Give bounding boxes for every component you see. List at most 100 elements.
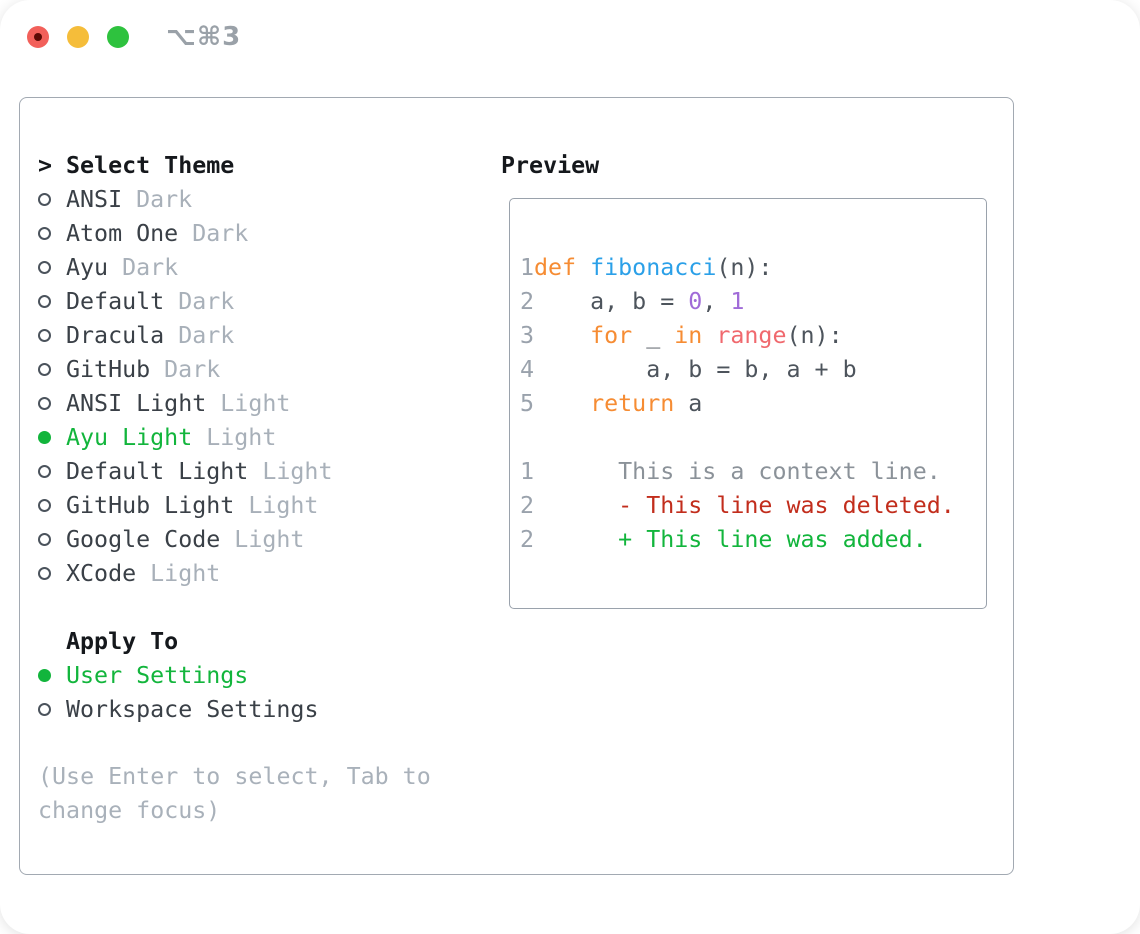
- code-token-plain: [702, 322, 716, 349]
- item-variant-label: Light: [248, 491, 319, 519]
- code-token-plain: (n):: [716, 253, 773, 281]
- radio-selected-icon: [38, 668, 66, 682]
- code-token-keyword: in: [674, 321, 703, 349]
- code-line: 2 + This line was added.: [520, 522, 955, 556]
- line-number: 2: [520, 491, 535, 519]
- code-line: 4 a, b = b, a + b: [520, 352, 955, 386]
- code-token-plain: (n):: [786, 321, 843, 349]
- code-token-plain: _: [632, 321, 675, 349]
- item-variant-label: Light: [206, 423, 277, 451]
- item-variant-label: Light: [234, 525, 305, 553]
- code-token-special: range: [716, 321, 787, 349]
- focus-cursor-icon: >: [38, 151, 53, 179]
- code-line: 2 a, b = 0, 1: [520, 284, 955, 318]
- radio-unselected-icon: [38, 532, 66, 546]
- radio-unselected-icon: [38, 192, 66, 206]
- line-number: 1: [520, 253, 535, 281]
- item-label: Workspace Settings: [66, 695, 319, 723]
- item-label: Dracula: [66, 321, 165, 349]
- theme-item[interactable]: Ayu Dark: [38, 250, 332, 284]
- code-token-plain: a, b = b, a + b: [534, 355, 857, 383]
- line-number: 4: [520, 355, 535, 383]
- item-label: Default Light: [66, 457, 249, 485]
- theme-item[interactable]: GitHub Dark: [38, 352, 332, 386]
- theme-item[interactable]: XCode Light: [38, 556, 332, 590]
- code-token-deleted: - This line was deleted.: [534, 491, 955, 519]
- code-token-number: 0: [688, 287, 703, 315]
- radio-unselected-icon: [38, 328, 66, 342]
- code-token-plain: [534, 322, 590, 349]
- item-label: Default: [66, 287, 165, 315]
- item-variant-label: Light: [150, 559, 221, 587]
- item-label: Atom One: [66, 219, 179, 247]
- code-line: 5 return a: [520, 386, 955, 420]
- item-label: Google Code: [66, 525, 221, 553]
- item-label: GitHub: [66, 355, 151, 383]
- item-label: ANSI Light: [66, 389, 207, 417]
- item-variant-label: Dark: [164, 355, 221, 383]
- item-label: Ayu: [66, 253, 109, 281]
- item-variant-label: Dark: [178, 321, 235, 349]
- code-line: 3 for _ in range(n):: [520, 318, 955, 352]
- line-number: 1: [520, 457, 535, 485]
- radio-unselected-icon: [38, 362, 66, 376]
- line-number: 5: [520, 389, 535, 417]
- close-dot-icon: [34, 33, 42, 41]
- radio-unselected-icon: [38, 702, 66, 716]
- preview-header: Preview: [501, 151, 600, 179]
- code-token-keyword: def: [534, 253, 591, 281]
- code-line: 2 - This line was deleted.: [520, 488, 955, 522]
- radio-unselected-icon: [38, 260, 66, 274]
- code-token-context: This is a context line.: [534, 457, 941, 485]
- theme-item[interactable]: Atom One Dark: [38, 216, 332, 250]
- item-variant-label: Dark: [122, 253, 179, 281]
- line-number: 3: [520, 321, 535, 349]
- apply-to-option[interactable]: Workspace Settings: [38, 692, 318, 726]
- theme-item[interactable]: Ayu Light Light: [38, 420, 332, 454]
- focus-cursor-slot: >: [38, 152, 66, 179]
- code-token-keyword: for: [590, 321, 633, 349]
- radio-unselected-icon: [38, 294, 66, 308]
- item-label: Ayu Light: [66, 423, 193, 451]
- radio-selected-icon: [38, 430, 66, 444]
- preview-box: [509, 198, 987, 609]
- theme-item[interactable]: Dracula Dark: [38, 318, 332, 352]
- item-label: XCode: [66, 559, 137, 587]
- item-variant-label: Light: [220, 389, 291, 417]
- close-button[interactable]: [27, 26, 49, 48]
- code-token-keyword: return: [590, 389, 675, 417]
- minimize-button[interactable]: [67, 26, 89, 48]
- zoom-button[interactable]: [107, 26, 129, 48]
- line-number: 2: [520, 525, 535, 553]
- code-token-function: fibonacci: [590, 253, 717, 281]
- item-variant-label: Dark: [192, 219, 249, 247]
- apply-to-option[interactable]: User Settings: [38, 658, 318, 692]
- code-line: 1 This is a context line.: [520, 454, 955, 488]
- code-token-plain: a: [674, 389, 703, 417]
- radio-unselected-icon: [38, 566, 66, 580]
- code-line: [520, 420, 955, 454]
- item-label: User Settings: [66, 661, 249, 689]
- hint-text: (Use Enter to select, Tab to change focu…: [38, 763, 431, 824]
- radio-unselected-icon: [38, 226, 66, 240]
- apply-to-header: Apply To: [38, 624, 318, 658]
- code-token-number: 1: [730, 287, 745, 315]
- code-token-plain: ,: [702, 287, 731, 315]
- code-token-plain: [534, 390, 590, 417]
- theme-item[interactable]: ANSI Light Light: [38, 386, 332, 420]
- titlebar: ⌥⌘3: [0, 0, 1140, 74]
- theme-item[interactable]: Google Code Light: [38, 522, 332, 556]
- radio-unselected-icon: [38, 464, 66, 478]
- apply-to-title: Apply To: [66, 627, 179, 655]
- item-label: ANSI: [66, 185, 123, 213]
- line-number: 2: [520, 287, 535, 315]
